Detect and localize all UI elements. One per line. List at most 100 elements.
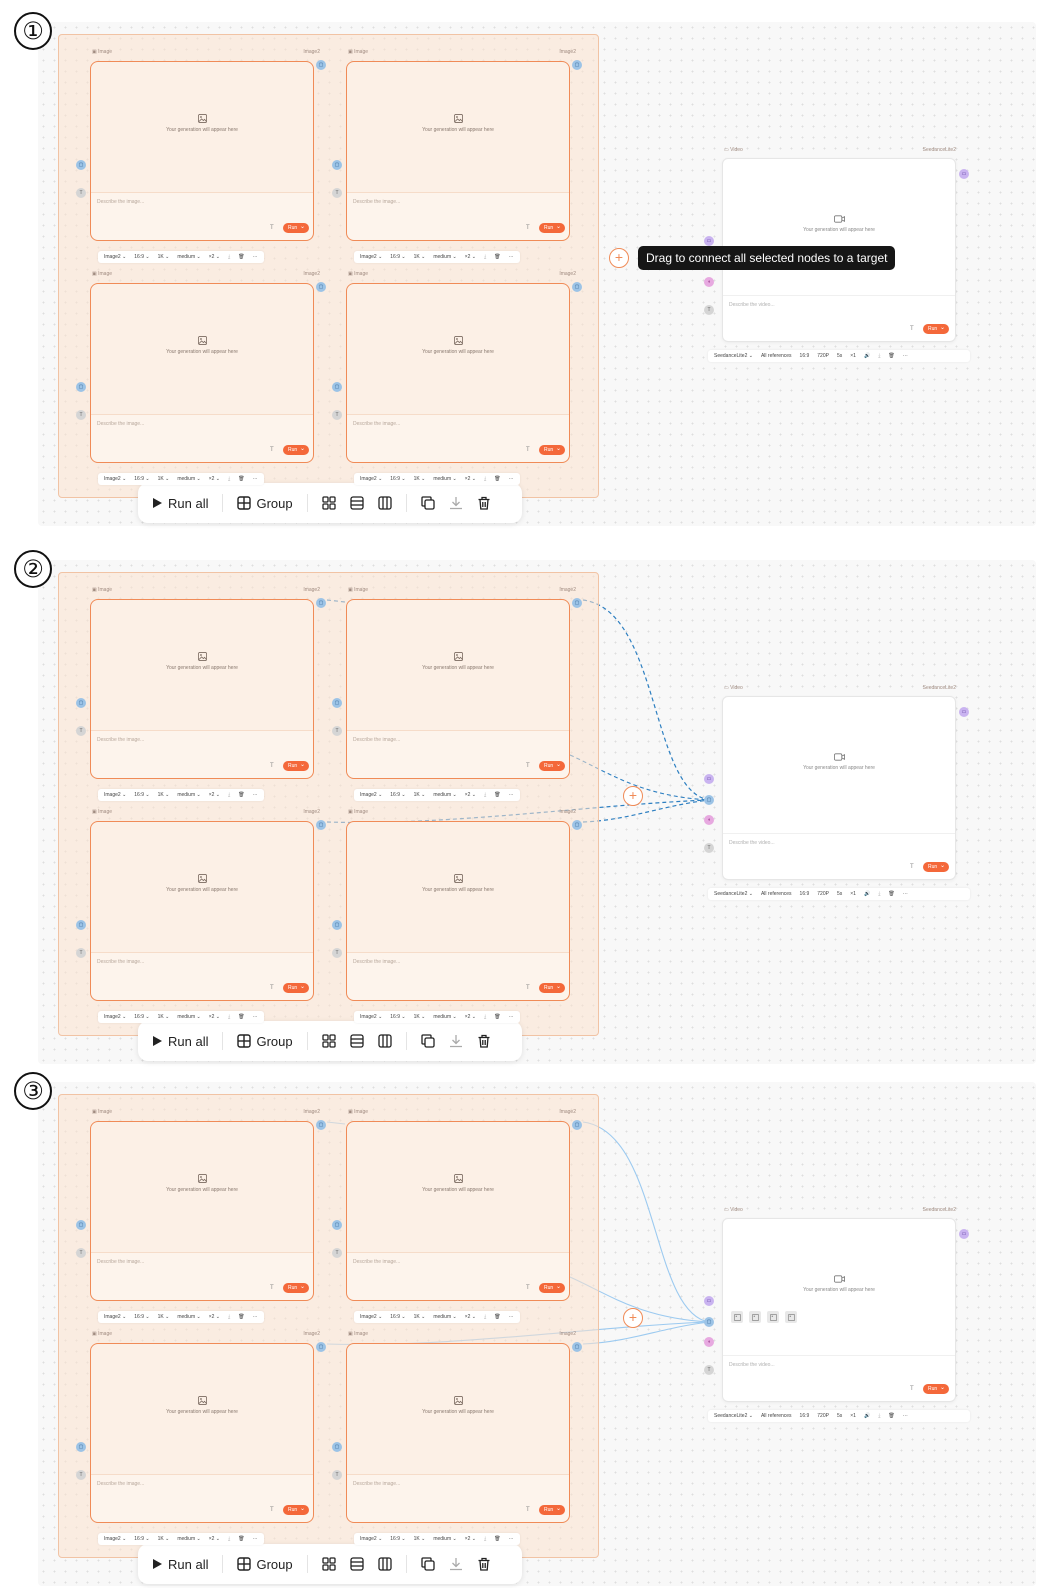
download-icon[interactable]: ⤓ — [484, 476, 487, 482]
image-node[interactable]: ▣ Image Image2 Your generation will appe… — [346, 46, 578, 264]
rows-layout-icon[interactable] — [349, 496, 364, 510]
text-format-icon[interactable]: T — [526, 447, 530, 453]
grid-layout-icon[interactable] — [321, 496, 336, 510]
video-card[interactable]: Your generation will appear here Describ… — [722, 696, 956, 880]
trash-icon[interactable]: 🗑 — [238, 1314, 245, 1320]
run-button[interactable]: Run — [539, 760, 565, 771]
image-input-port[interactable]: ▢ — [76, 382, 86, 392]
more-icon[interactable]: ··· — [508, 254, 514, 260]
trash-icon[interactable]: 🗑 — [494, 1314, 501, 1320]
text-format-icon[interactable]: T — [526, 1285, 530, 1291]
trash-icon[interactable]: 🗑 — [238, 476, 245, 482]
run-button[interactable]: Run — [283, 1282, 309, 1293]
audio-input-port[interactable]: ◖ — [704, 1337, 714, 1347]
run-button[interactable]: Run — [283, 982, 309, 993]
run-button[interactable]: Run — [283, 444, 309, 455]
trash-icon[interactable] — [477, 1034, 491, 1048]
trash-icon[interactable]: 🗑 — [238, 1014, 245, 1020]
reference-thumbnail[interactable] — [767, 1311, 779, 1323]
prompt-input[interactable]: Describe the image... — [347, 730, 569, 778]
audio-icon[interactable]: 🔊 — [863, 353, 871, 359]
count-select[interactable]: ×2 ⌄ — [464, 792, 477, 798]
duplicate-icon[interactable] — [420, 1557, 435, 1571]
resolution-select[interactable]: 1K ⌄ — [413, 1314, 426, 1320]
audio-icon[interactable]: 🔊 — [863, 891, 871, 897]
image-node[interactable]: ▣ Image Image2 Your generation will appe… — [346, 268, 578, 486]
run-button[interactable]: Run — [923, 323, 949, 334]
count-select[interactable]: ×2 ⌄ — [464, 1314, 477, 1320]
model-select[interactable]: Image2 ⌄ — [104, 792, 127, 798]
prompt-input[interactable]: Describe the video... — [723, 295, 955, 341]
count-select[interactable]: ×2 ⌄ — [208, 254, 221, 260]
trash-icon[interactable]: 🗑 — [238, 792, 245, 798]
download-icon[interactable]: ⤓ — [228, 1314, 231, 1320]
prompt-input[interactable]: Describe the image... — [91, 730, 313, 778]
trash-icon[interactable]: 🗑 — [494, 1014, 501, 1020]
run-button[interactable]: Run — [539, 1282, 565, 1293]
count-select[interactable]: ×2 ⌄ — [208, 1536, 221, 1542]
duplicate-icon[interactable] — [420, 1034, 435, 1048]
download-icon[interactable]: ⤓ — [484, 792, 487, 798]
run-button[interactable]: Run — [283, 1504, 309, 1515]
image-node[interactable]: ▣ Image Image2 Your generation will appe… — [346, 806, 578, 1024]
video-input-port[interactable]: ▭ — [704, 774, 714, 784]
duration-select[interactable]: 5s — [836, 353, 843, 359]
quality-select[interactable]: medium ⌄ — [177, 254, 201, 260]
count-select[interactable]: ×1 — [850, 1413, 856, 1419]
image-input-port[interactable]: ▢ — [332, 382, 342, 392]
text-input-port[interactable]: T — [332, 1470, 342, 1480]
download-icon[interactable]: ⤓ — [484, 1314, 487, 1320]
image-input-port[interactable]: ▢ — [332, 698, 342, 708]
ratio-select[interactable]: 16:9 ⌄ — [134, 792, 150, 798]
image-node[interactable]: ▣ Image Image2 Your generation will appe… — [90, 806, 322, 1024]
text-input-port[interactable]: T — [704, 305, 714, 315]
run-button[interactable]: Run — [539, 1504, 565, 1515]
image-input-port[interactable]: ▢ — [704, 795, 714, 805]
video-node[interactable]: ▭ Video SeedanceLite2 Your generation wi… — [708, 685, 970, 908]
image-card[interactable]: Your generation will appear here Describ… — [90, 599, 314, 779]
resolution-select[interactable]: 1K ⌄ — [413, 476, 426, 482]
output-port[interactable]: ▢ — [572, 1342, 582, 1352]
ratio-select[interactable]: 16:9 — [799, 891, 810, 897]
references-select[interactable]: All references — [760, 891, 792, 897]
text-input-port[interactable]: T — [76, 1470, 86, 1480]
model-select[interactable]: Image2 ⌄ — [104, 1536, 127, 1542]
text-format-icon[interactable]: T — [270, 763, 274, 769]
audio-input-port[interactable]: ◖ — [704, 815, 714, 825]
ratio-select[interactable]: 16:9 ⌄ — [134, 1014, 150, 1020]
prompt-input[interactable]: Describe the image... — [91, 1474, 313, 1522]
download-icon[interactable]: ⤓ — [484, 1536, 487, 1542]
trash-icon[interactable]: 🗑 — [238, 254, 245, 260]
text-input-port[interactable]: T — [332, 1248, 342, 1258]
output-port[interactable]: ▢ — [316, 1342, 326, 1352]
text-input-port[interactable]: T — [76, 410, 86, 420]
audio-input-port[interactable]: ◖ — [704, 277, 714, 287]
resolution-select[interactable]: 720P — [817, 891, 829, 897]
download-icon[interactable]: ⤓ — [878, 353, 881, 359]
count-select[interactable]: ×2 ⌄ — [208, 1014, 221, 1020]
model-select[interactable]: SeedanceLite2 ⌄ — [714, 891, 753, 897]
image-input-port[interactable]: ▢ — [76, 160, 86, 170]
text-input-port[interactable]: T — [332, 188, 342, 198]
model-select[interactable]: SeedanceLite2 ⌄ — [714, 353, 753, 359]
download-icon[interactable]: ⤓ — [228, 792, 231, 798]
count-select[interactable]: ×2 ⌄ — [464, 1536, 477, 1542]
resolution-select[interactable]: 1K ⌄ — [413, 792, 426, 798]
image-node[interactable]: ▣ Image Image2 Your generation will appe… — [346, 1106, 578, 1324]
download-icon[interactable] — [449, 1034, 463, 1048]
quality-select[interactable]: medium ⌄ — [433, 1014, 457, 1020]
text-format-icon[interactable]: T — [270, 1507, 274, 1513]
trash-icon[interactable]: 🗑 — [888, 353, 895, 359]
text-input-port[interactable]: T — [76, 948, 86, 958]
text-format-icon[interactable]: T — [270, 1285, 274, 1291]
image-card[interactable]: Your generation will appear here Describ… — [90, 283, 314, 463]
rows-layout-icon[interactable] — [349, 1557, 364, 1571]
image-card[interactable]: Your generation will appear here Describ… — [346, 599, 570, 779]
ratio-select[interactable]: 16:9 ⌄ — [134, 254, 150, 260]
resolution-select[interactable]: 1K ⌄ — [157, 1014, 170, 1020]
image-card[interactable]: Your generation will appear here Describ… — [90, 1121, 314, 1301]
quality-select[interactable]: medium ⌄ — [433, 1314, 457, 1320]
ratio-select[interactable]: 16:9 ⌄ — [134, 476, 150, 482]
video-card[interactable]: Your generation will appear here Describ… — [722, 1218, 956, 1402]
download-icon[interactable]: ⤓ — [878, 891, 881, 897]
